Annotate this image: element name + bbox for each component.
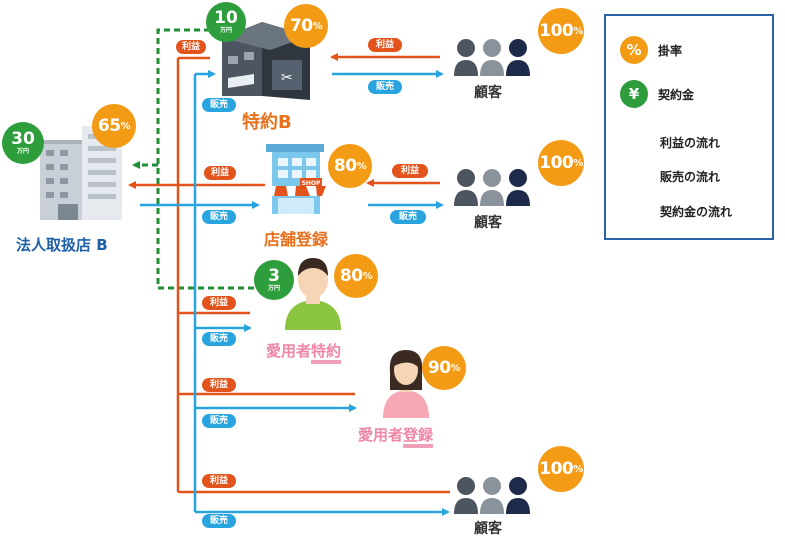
profit-label: 利益 <box>176 40 206 54</box>
customer-1-rate-badge: 100% <box>538 8 584 54</box>
user-tokuyaku-rate-badge: 80% <box>334 254 378 298</box>
tokuyaku-deposit-badge: 10 万円 <box>206 2 246 42</box>
user-registered-rate-badge: 90% <box>422 346 466 390</box>
user-registered-person-icon <box>383 350 429 418</box>
percent-sign: % <box>356 160 367 172</box>
user-tokuyaku-deposit-unit: 万円 <box>267 285 280 292</box>
sales-label: 販売 <box>202 210 236 224</box>
dealer-rate-value: 65 <box>97 116 121 136</box>
legend-box: % 掛率 ¥ 契約金 利益の流れ 販売の流れ 契約金の流れ <box>604 14 774 240</box>
customer-group-3-icon <box>454 477 530 514</box>
profit-label: 利益 <box>368 38 402 52</box>
legend-rate-icon: % <box>620 36 648 64</box>
user-registered-label-prefix: 愛用者 <box>358 426 404 444</box>
dealer-rate-badge: 65% <box>92 104 136 148</box>
sales-label: 販売 <box>202 514 236 528</box>
percent-sign: % <box>573 463 583 475</box>
legend-deposit-label: 契約金 <box>658 87 695 102</box>
profit-label: 利益 <box>392 164 428 178</box>
user-tokuyaku-deposit-value: 3 <box>268 266 280 286</box>
tokuyaku-deposit-value: 10 <box>214 8 238 28</box>
customer-3-rate-badge: 100% <box>538 446 584 492</box>
sales-label: 販売 <box>368 80 402 94</box>
profit-label: 利益 <box>202 296 236 310</box>
store-sign-text: SHOP <box>302 180 321 187</box>
deposit-flow-line <box>156 28 262 290</box>
user-tokuyaku-deposit-badge: 3 万円 <box>254 260 294 300</box>
user-tokuyaku-rate-value: 80 <box>339 266 363 286</box>
customer-group-2-icon <box>454 169 530 206</box>
percent-sign: % <box>573 157 583 169</box>
percent-sign: % <box>362 270 373 282</box>
tokuyaku-label: 特約B <box>242 112 292 133</box>
store-rate-value: 80 <box>333 156 357 176</box>
profit-label: 利益 <box>202 378 236 392</box>
legend-sales-row: 販売の流れ <box>620 168 720 185</box>
legend-deposit-flow-label: 契約金の流れ <box>660 205 733 219</box>
customer-group-1-icon <box>454 39 530 76</box>
legend-deposit-row: ¥ 契約金 <box>620 80 694 108</box>
customer-3-label: 顧客 <box>474 521 502 537</box>
dealer-deposit-unit: 万円 <box>16 148 29 155</box>
legend-rate-row: % 掛率 <box>620 36 682 64</box>
profit-label: 利益 <box>202 474 236 488</box>
tokuyaku-rate-badge: 70% <box>284 4 328 48</box>
percent-sign: % <box>450 362 461 374</box>
dealer-deposit-value: 30 <box>11 129 35 149</box>
customer-3-rate-value: 100 <box>539 459 574 479</box>
legend-deposit-flow-row: 契約金の流れ <box>620 203 732 220</box>
customer-1-label: 顧客 <box>474 85 502 101</box>
tokuyaku-deposit-unit: 万円 <box>219 27 232 34</box>
sales-label: 販売 <box>390 210 426 224</box>
user-registered-label: 愛用者登録 <box>358 424 434 448</box>
legend-sales-label: 販売の流れ <box>660 170 721 184</box>
store-rate-badge: 80% <box>328 144 372 188</box>
sales-label: 販売 <box>202 332 236 346</box>
user-tokuyaku-label-suffix: 特約 <box>311 342 342 364</box>
percent-sign: % <box>312 20 323 32</box>
svg-text:✂: ✂ <box>281 70 293 86</box>
dealer-deposit-badge: 30 万円 <box>2 122 44 164</box>
sales-label: 販売 <box>202 98 236 112</box>
profit-label: 利益 <box>204 166 236 180</box>
customer-2-rate-badge: 100% <box>538 140 584 186</box>
user-tokuyaku-label: 愛用者特約 <box>266 340 342 364</box>
user-tokuyaku-person-icon <box>285 258 341 330</box>
user-registered-label-suffix: 登録 <box>403 426 434 448</box>
percent-sign: % <box>573 25 583 37</box>
legend-rate-label: 掛率 <box>658 43 683 58</box>
percent-sign: % <box>120 120 131 132</box>
customer-2-rate-value: 100 <box>539 153 574 173</box>
store-shop-icon: SHOP <box>266 144 326 214</box>
legend-profit-label: 利益の流れ <box>660 136 721 150</box>
customer-2-label: 顧客 <box>474 215 502 231</box>
customer-1-rate-value: 100 <box>539 21 574 41</box>
sales-label: 販売 <box>202 414 236 428</box>
user-registered-rate-value: 90 <box>427 358 451 378</box>
dealer-label: 法人取扱店 B <box>16 236 108 254</box>
user-tokuyaku-label-prefix: 愛用者 <box>266 342 312 360</box>
legend-deposit-icon: ¥ <box>620 80 648 108</box>
legend-profit-row: 利益の流れ <box>620 134 720 151</box>
tokuyaku-rate-value: 70 <box>289 16 313 36</box>
store-label: 店舗登録 <box>264 230 329 249</box>
